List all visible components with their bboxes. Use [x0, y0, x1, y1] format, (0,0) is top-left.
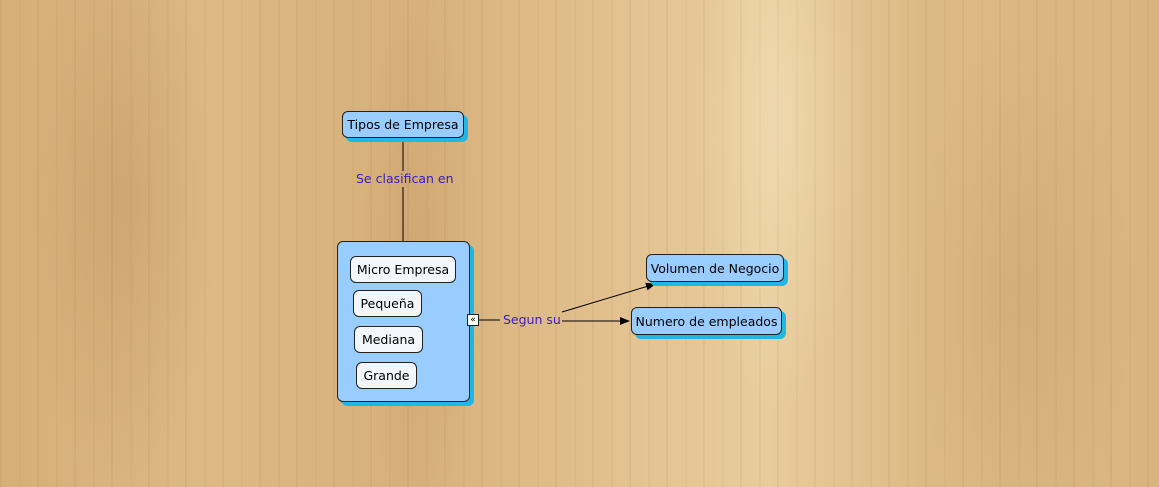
target-node-empleados-label: Numero de empleados — [635, 313, 778, 329]
link-label-segun-su[interactable]: Segun su — [503, 312, 561, 327]
target-node-numero-de-empleados[interactable]: Numero de empleados — [631, 307, 782, 335]
group-node-empresa-sizes[interactable]: Micro Empresa Pequeña Mediana Grande — [337, 241, 470, 402]
arrow-to-volumen — [561, 282, 656, 313]
target-node-volumen-de-negocio[interactable]: Volumen de Negocio — [646, 254, 784, 282]
collapse-expander-icon[interactable]: « — [467, 314, 479, 326]
link-label-se-clasifican-en[interactable]: Se clasifican en — [356, 171, 454, 186]
item-pequena[interactable]: Pequeña — [353, 290, 422, 317]
target-node-volumen-label: Volumen de Negocio — [650, 260, 780, 276]
item-micro-empresa[interactable]: Micro Empresa — [350, 256, 456, 283]
item-grande[interactable]: Grande — [356, 362, 417, 389]
item-mediana[interactable]: Mediana — [354, 326, 423, 353]
root-node-label: Tipos de Empresa — [347, 117, 459, 132]
root-node-tipos-de-empresa[interactable]: Tipos de Empresa — [342, 111, 464, 138]
